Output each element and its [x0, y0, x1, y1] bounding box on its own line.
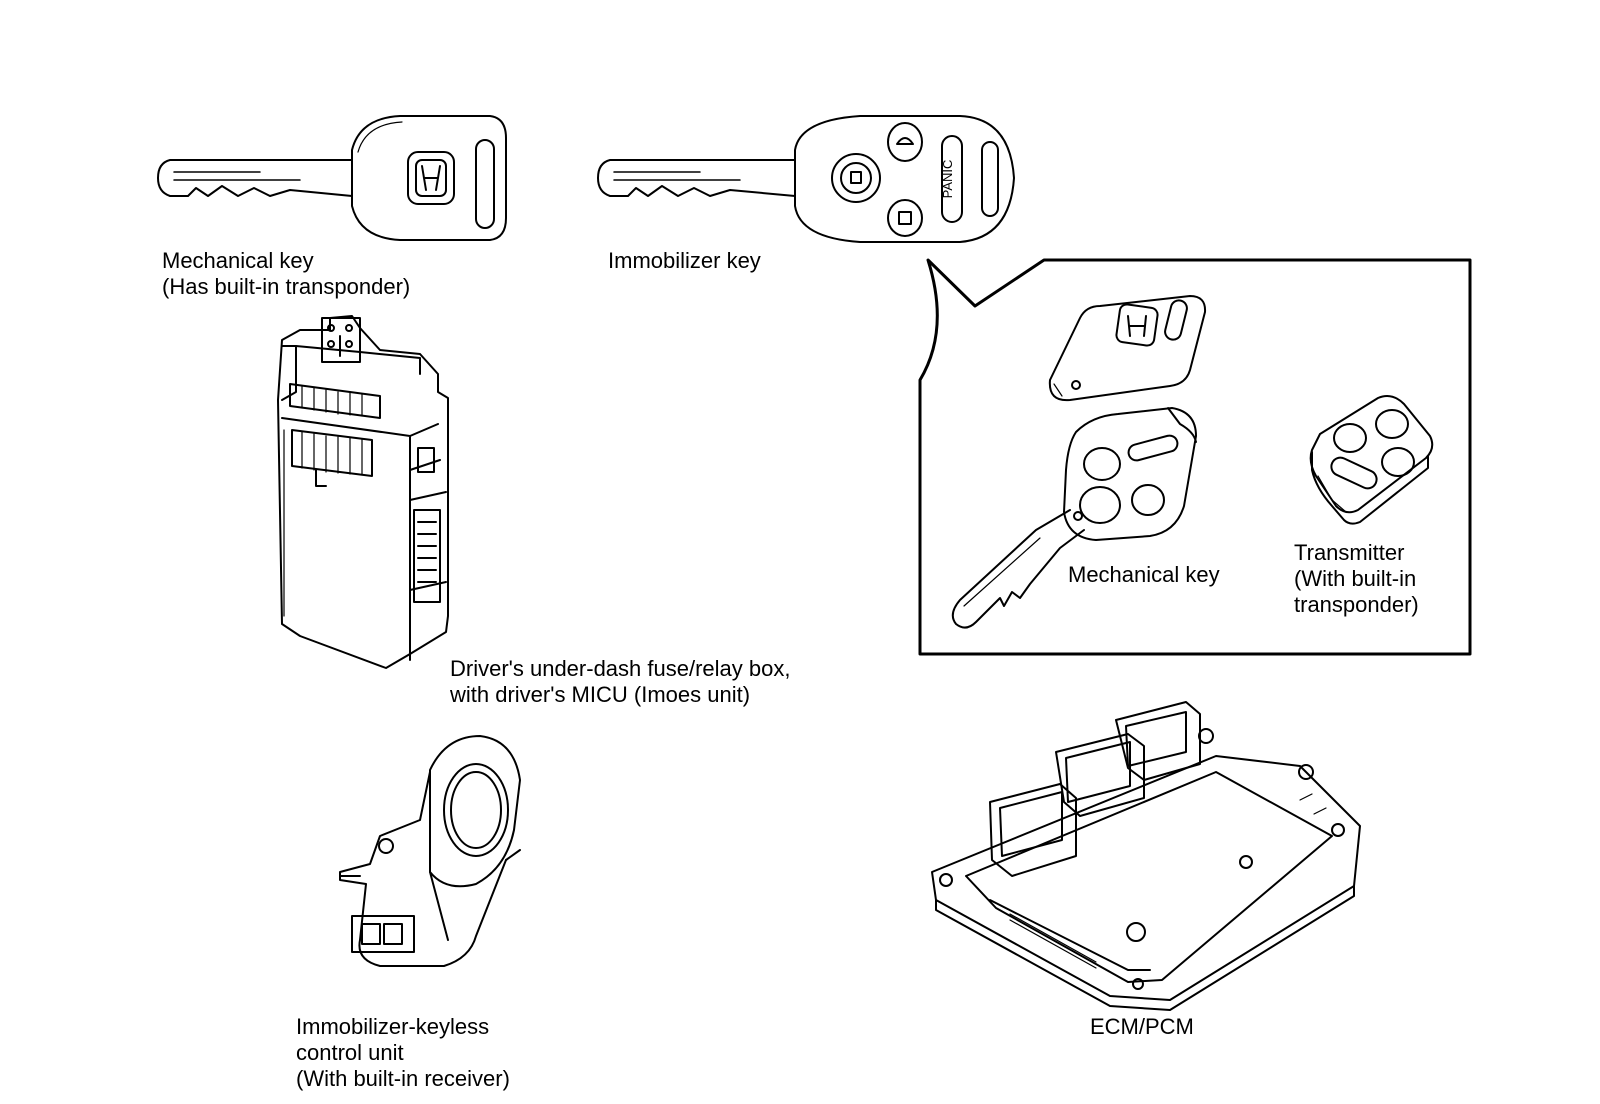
inset-fob-shell-illustration — [1048, 295, 1207, 402]
inset-transmitter-illustration — [1309, 395, 1434, 525]
transmitter-label-line-1: Transmitter — [1294, 540, 1405, 565]
immobilizer-control-unit-label: Immobilizer-keyless control unit (With b… — [296, 1014, 510, 1092]
callout-box — [918, 258, 1472, 656]
ecm-pcm-illustration — [931, 701, 1361, 1011]
immobilizer-control-unit-illustration — [339, 735, 521, 967]
inset-mechanical-key-label: Mechanical key — [1068, 562, 1220, 588]
fuse-relay-box-label-line-2: with driver's MICU (Imoes unit) — [450, 682, 751, 707]
immobilizer-control-unit-label-line-3: (With built-in receiver) — [296, 1066, 510, 1091]
transmitter-label: Transmitter (With built-in transponder) — [1294, 540, 1419, 618]
transmitter-label-line-2: (With built-in — [1294, 566, 1417, 591]
inset-key-shell-illustration — [951, 407, 1197, 629]
transmitter-label-line-3: transponder) — [1294, 592, 1419, 617]
mechanical-key-label-line-2: (Has built-in transponder) — [162, 274, 411, 299]
fuse-relay-box-illustration — [277, 315, 449, 669]
mechanical-key-label-line-1: Mechanical key — [162, 248, 314, 273]
immobilizer-key-label-line-1: Immobilizer key — [608, 248, 761, 273]
immobilizer-key-illustration — [597, 115, 1015, 243]
inset-mechanical-key-label-line-1: Mechanical key — [1068, 562, 1220, 587]
mechanical-key-illustration — [157, 115, 507, 241]
immobilizer-key-label: Immobilizer key — [608, 248, 761, 274]
fuse-relay-box-label: Driver's under-dash fuse/relay box, with… — [450, 656, 790, 708]
mechanical-key-label: Mechanical key (Has built-in transponder… — [162, 248, 410, 300]
ecm-pcm-label: ECM/PCM — [1090, 1014, 1194, 1040]
panic-button-label: PANIC — [940, 160, 955, 199]
fuse-relay-box-label-line-1: Driver's under-dash fuse/relay box, — [450, 656, 791, 681]
ecm-pcm-label-line-1: ECM/PCM — [1090, 1014, 1194, 1039]
immobilizer-control-unit-label-line-2: control unit — [296, 1040, 404, 1065]
immobilizer-control-unit-label-line-1: Immobilizer-keyless — [296, 1014, 490, 1039]
